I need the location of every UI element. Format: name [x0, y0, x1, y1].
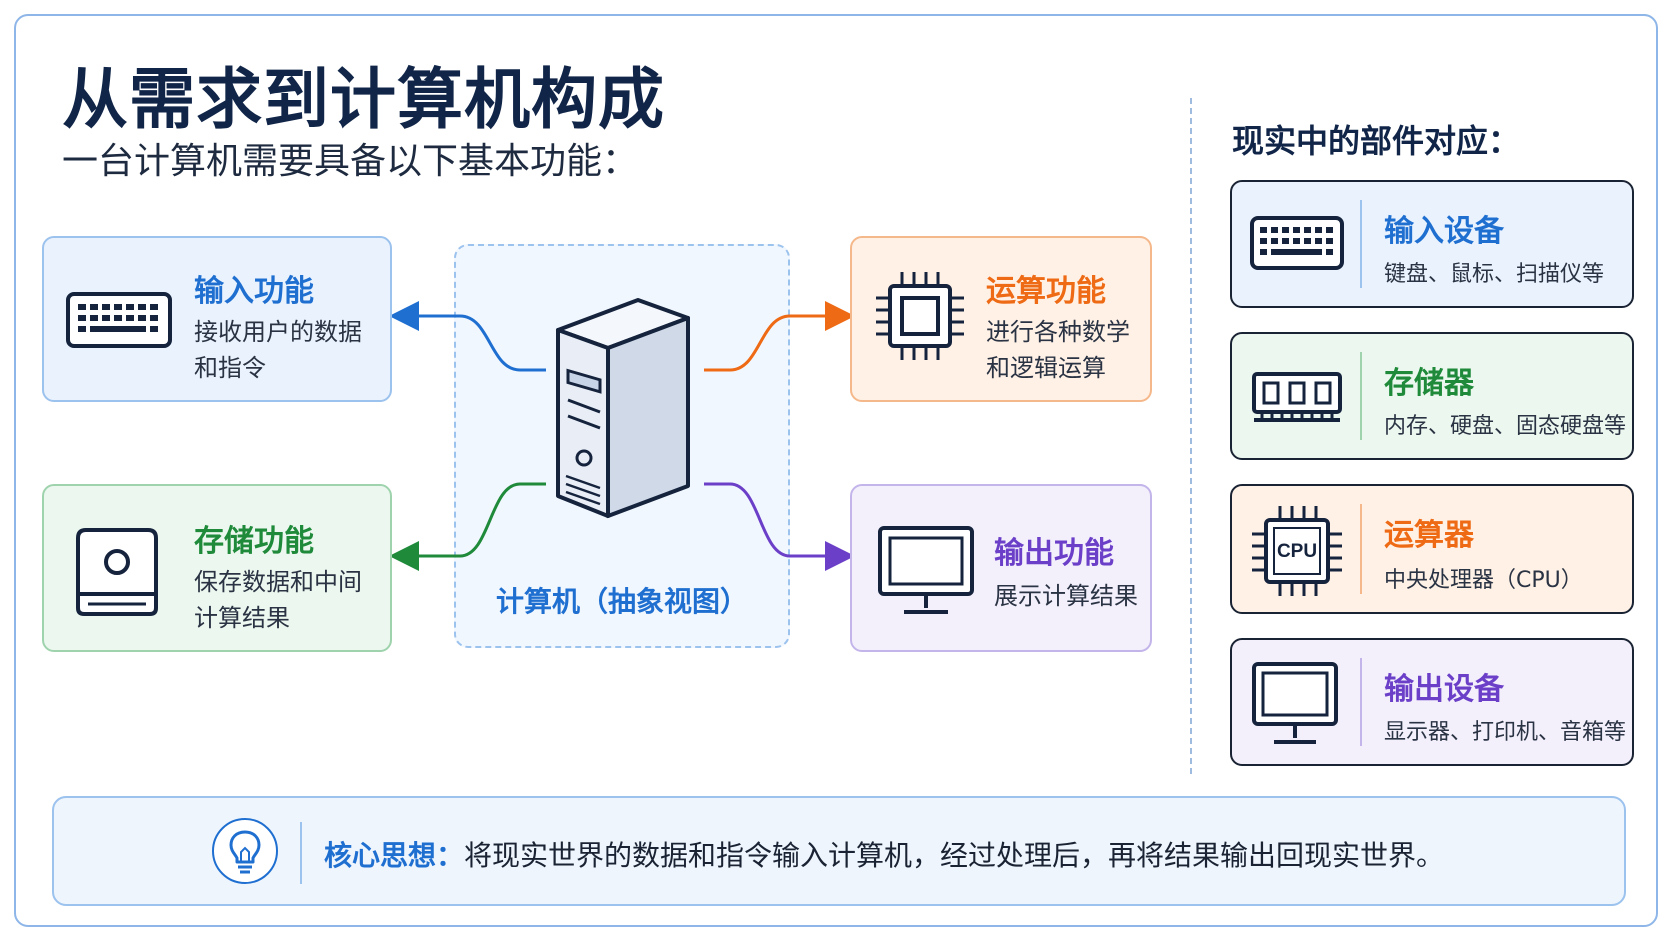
processor-desc: 中央处理器（CPU） [1384, 568, 1583, 593]
separator [1360, 504, 1362, 594]
diagram-frame [14, 14, 1658, 927]
input-function-desc-line2: 和指令 [194, 354, 266, 382]
components-heading: 现实中的部件对应： [1232, 122, 1521, 160]
chip-icon [872, 268, 968, 364]
server-tower-icon [538, 290, 708, 530]
output-function-desc: 展示计算结果 [994, 582, 1138, 610]
monitor-icon [1250, 660, 1340, 750]
computer-label: 计算机（抽象视图） [495, 585, 748, 618]
input-device-title: 输入设备 [1384, 214, 1504, 249]
output-function-title: 输出功能 [994, 536, 1114, 571]
compute-function-desc-line1: 进行各种数学 [986, 318, 1130, 346]
footer-separator [300, 822, 302, 884]
arrow-to-output [704, 482, 855, 571]
memory-module-icon [1250, 368, 1344, 428]
output-device-desc: 显示器、打印机、音箱等 [1384, 720, 1627, 745]
processor-title: 运算器 [1384, 518, 1474, 553]
cpu-icon-label: CPU [1277, 541, 1317, 562]
cpu-icon: CPU [1250, 502, 1344, 598]
separator [1360, 658, 1362, 746]
input-function-title: 输入功能 [194, 274, 314, 309]
compute-function-card: 运算功能 进行各种数学 和逻辑运算 [850, 236, 1152, 402]
storage-function-card: 存储功能 保存数据和中间 计算结果 [42, 484, 392, 652]
arrow-to-storage [389, 482, 546, 571]
storage-desc: 内存、硬盘、固态硬盘等 [1384, 414, 1627, 439]
component-input-device: 输入设备 键盘、鼠标、扫描仪等 [1230, 180, 1634, 308]
keyboard-icon [66, 292, 172, 348]
storage-function-desc-line1: 保存数据和中间 [194, 568, 362, 596]
compute-function-title: 运算功能 [986, 274, 1106, 309]
monitor-icon [876, 524, 976, 620]
separator [1360, 200, 1362, 288]
input-device-desc: 键盘、鼠标、扫描仪等 [1384, 262, 1605, 287]
output-device-title: 输出设备 [1384, 672, 1504, 707]
input-function-card: 输入功能 接收用户的数据 和指令 [42, 236, 392, 402]
component-processor: CPU 运算器 中央处理器（CPU） [1230, 484, 1634, 614]
input-function-desc-line1: 接收用户的数据 [194, 318, 362, 346]
page-title: 从需求到计算机构成 [62, 61, 665, 138]
computer-abstract-view: 计算机（抽象视图） [454, 244, 790, 648]
component-output-device: 输出设备 显示器、打印机、音箱等 [1230, 638, 1634, 766]
core-idea-key: 核心思想： [324, 839, 465, 872]
arrow-to-compute [704, 301, 855, 372]
page-subtitle: 一台计算机需要具备以下基本功能： [62, 141, 639, 182]
section-divider [1190, 98, 1192, 774]
keyboard-icon [1250, 216, 1344, 272]
hard-drive-icon [72, 522, 162, 622]
storage-title: 存储器 [1384, 366, 1474, 401]
core-idea-banner: 核心思想：将现实世界的数据和指令输入计算机，经过处理后，再将结果输出回现实世界。 [52, 796, 1626, 906]
separator [1360, 352, 1362, 440]
storage-function-title: 存储功能 [194, 524, 314, 559]
lightbulb-icon [212, 818, 278, 884]
storage-function-desc-line2: 计算结果 [194, 604, 290, 632]
arrow-to-input [389, 301, 546, 372]
component-storage: 存储器 内存、硬盘、固态硬盘等 [1230, 332, 1634, 460]
core-idea-text: 核心思想：将现实世界的数据和指令输入计算机，经过处理后，再将结果输出回现实世界。 [324, 834, 1444, 874]
core-idea-body: 将现实世界的数据和指令输入计算机，经过处理后，再将结果输出回现实世界。 [464, 839, 1445, 872]
compute-function-desc-line2: 和逻辑运算 [986, 354, 1106, 382]
output-function-card: 输出功能 展示计算结果 [850, 484, 1152, 652]
